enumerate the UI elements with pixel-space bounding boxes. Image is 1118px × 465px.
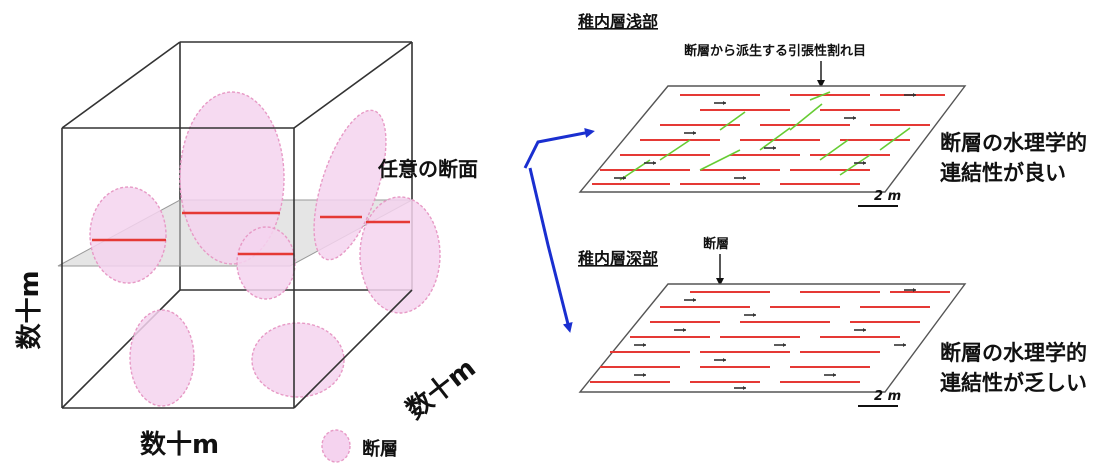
shallow-result-line2: 連結性が良い bbox=[940, 161, 1066, 185]
slip-marker-head bbox=[743, 386, 746, 390]
slip-marker-head bbox=[913, 288, 916, 292]
fault-ellipse bbox=[179, 91, 285, 265]
block-edge bbox=[61, 289, 181, 409]
tension-crack bbox=[759, 127, 791, 151]
deep-marks bbox=[590, 288, 950, 390]
deep-result-line2: 連結性が乏しい bbox=[940, 371, 1087, 395]
slip-marker-head bbox=[653, 161, 656, 165]
slip-marker-head bbox=[693, 131, 696, 135]
arrow-to-deep bbox=[528, 167, 573, 333]
shallow-panel: 稚内層浅部 断層から派生する引張性割れ目 2 m 断層の水理学的 連結性が良い bbox=[578, 12, 1087, 207]
tension-crack bbox=[879, 127, 911, 151]
slip-marker-head bbox=[743, 176, 746, 180]
fault-ellipse bbox=[251, 322, 345, 398]
fault-traces bbox=[92, 211, 410, 256]
slip-marker-head bbox=[903, 343, 906, 347]
legend-fault-label: 断層 bbox=[362, 438, 398, 460]
block-edge bbox=[61, 41, 181, 129]
slip-marker-head bbox=[683, 328, 686, 332]
shallow-result-line1: 断層の水理学的 bbox=[940, 131, 1087, 155]
dimension-bottom-label: 数十m bbox=[140, 430, 219, 460]
slip-marker-head bbox=[783, 343, 786, 347]
rock-block bbox=[57, 41, 441, 409]
fault-ellipse bbox=[236, 226, 296, 300]
tension-crack bbox=[819, 139, 849, 161]
slip-marker-head bbox=[623, 176, 626, 180]
legend-fault: 断層 bbox=[321, 429, 398, 463]
slip-marker-head bbox=[863, 161, 866, 165]
fault-ellipse bbox=[129, 309, 195, 407]
shallow-title: 稚内層浅部 bbox=[578, 12, 658, 31]
deep-title: 稚内層深部 bbox=[578, 249, 658, 268]
deep-result-line1: 断層の水理学的 bbox=[940, 341, 1087, 365]
shallow-annotation: 断層から派生する引張性割れ目 bbox=[684, 43, 866, 59]
slip-marker-head bbox=[753, 313, 756, 317]
block-edge bbox=[293, 289, 413, 409]
tension-crack bbox=[719, 111, 746, 131]
block-edge bbox=[293, 41, 413, 129]
slip-marker-head bbox=[773, 146, 776, 150]
fault-ellipses bbox=[89, 91, 441, 407]
arrow-to-shallow bbox=[523, 128, 595, 169]
slip-marker-head bbox=[853, 116, 856, 120]
tension-crack bbox=[699, 149, 741, 171]
tension-crack bbox=[789, 103, 823, 131]
shallow-scale-label: 2 m bbox=[874, 189, 901, 204]
any-section-label: 任意の断面 bbox=[377, 157, 478, 181]
deep-scale-label: 2 m bbox=[874, 389, 901, 404]
slip-marker-head bbox=[693, 298, 696, 302]
tension-crack bbox=[809, 91, 831, 101]
dimension-left-label: 数十m bbox=[15, 270, 45, 349]
tension-crack bbox=[839, 154, 871, 176]
deep-panel: 稚内層深部 断層 2 m 断層の水理学的 連結性が乏しい bbox=[578, 236, 1087, 407]
slip-marker-head bbox=[913, 93, 916, 97]
slip-marker-head bbox=[723, 358, 726, 362]
shallow-marks bbox=[592, 91, 945, 185]
slip-marker-head bbox=[643, 373, 646, 377]
fault-ellipse bbox=[313, 109, 387, 261]
slip-marker-head bbox=[643, 343, 646, 347]
fault-ellipse bbox=[359, 196, 441, 314]
slip-marker-head bbox=[723, 101, 726, 105]
slip-marker-head bbox=[863, 328, 866, 332]
slip-marker-head bbox=[833, 373, 836, 377]
fault-ellipse bbox=[89, 186, 167, 284]
legend-fault-icon bbox=[321, 429, 351, 463]
deep-annotation: 断層 bbox=[703, 236, 729, 252]
tension-crack bbox=[659, 139, 691, 161]
dimension-right-label: 数十m bbox=[401, 353, 482, 425]
